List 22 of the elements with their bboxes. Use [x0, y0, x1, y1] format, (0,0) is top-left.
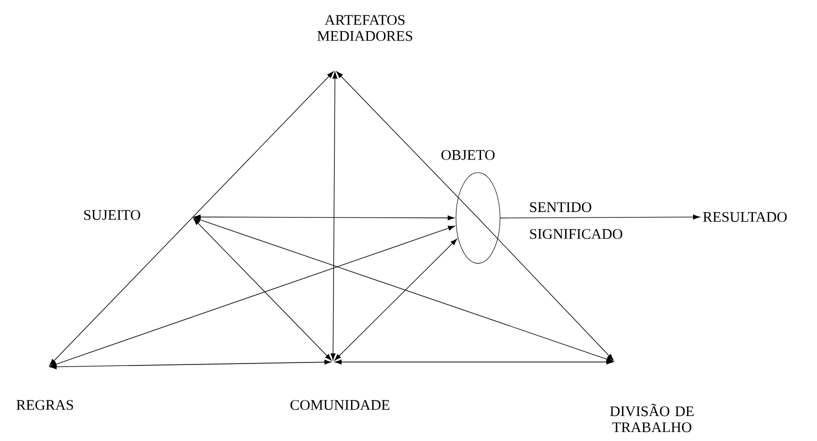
arrow	[478, 218, 614, 361]
arrow	[194, 217, 614, 362]
node-label: OBJETO	[441, 150, 495, 160]
side-label: SIGNIFICADO	[530, 229, 622, 239]
arrow	[50, 360, 332, 370]
vertex-label: COMUNIDADE	[290, 400, 390, 410]
ellipse-node: OBJETO	[441, 150, 500, 264]
arrow	[194, 214, 455, 220]
vertex-label: SUJEITO	[84, 210, 140, 220]
arrow	[500, 214, 700, 220]
edge-label: SENTIDO	[530, 202, 592, 212]
arrow	[193, 218, 332, 361]
arrow	[50, 226, 455, 367]
arrow	[336, 71, 478, 218]
arrow	[49, 71, 334, 366]
vertex-label: REGRAS	[16, 400, 74, 410]
arrow	[334, 238, 458, 361]
arrow	[334, 360, 614, 364]
vertex-label: ARTEFATOS MEDIADORES	[317, 15, 412, 41]
node-label: RESULTADO	[703, 212, 787, 222]
arrow	[330, 72, 338, 360]
vertex-label: DIVISÃO DE TRABALHO	[610, 404, 694, 432]
